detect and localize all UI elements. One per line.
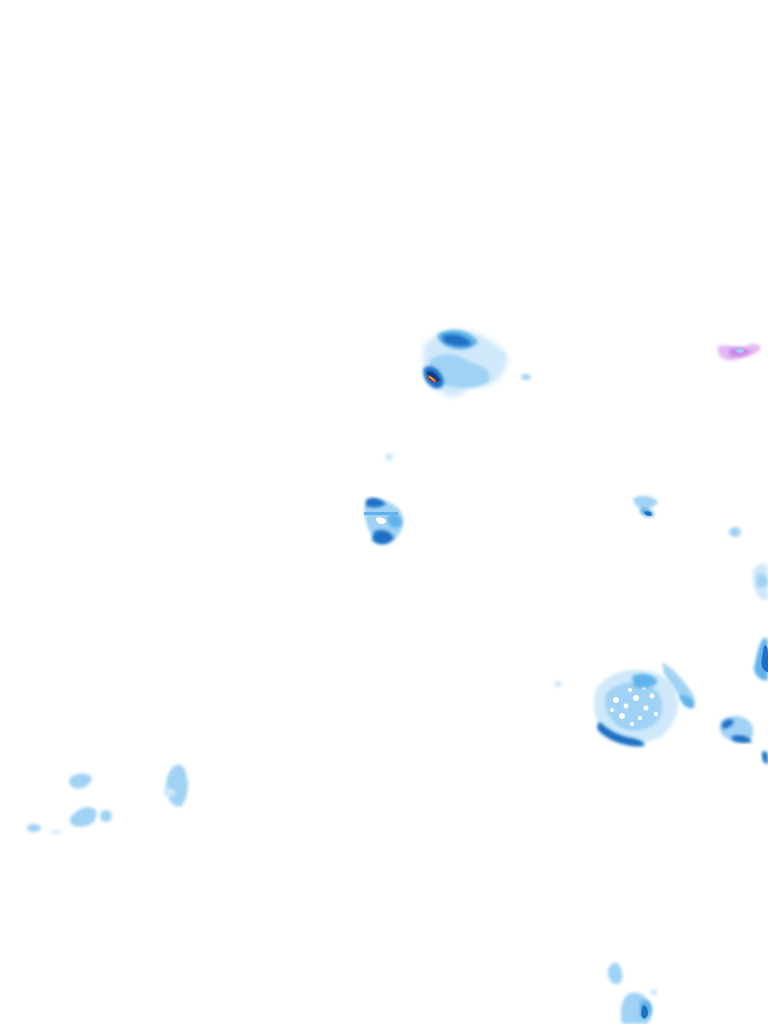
precip-cell-east-1 — [633, 495, 658, 517]
precip-speck-2 — [729, 527, 741, 537]
precip-cell-east-edge — [752, 563, 768, 764]
precip-cell-center-west — [364, 497, 404, 545]
precip-cell-southwest — [27, 764, 189, 834]
precip-cell-southeast — [554, 662, 695, 747]
precip-cell-east-2 — [720, 716, 754, 743]
mixed-precip-cell-northeast — [718, 343, 761, 361]
precip-cell-north-central — [422, 329, 531, 398]
precip-speck-1 — [385, 453, 393, 461]
precip-cell-south — [607, 962, 658, 1024]
